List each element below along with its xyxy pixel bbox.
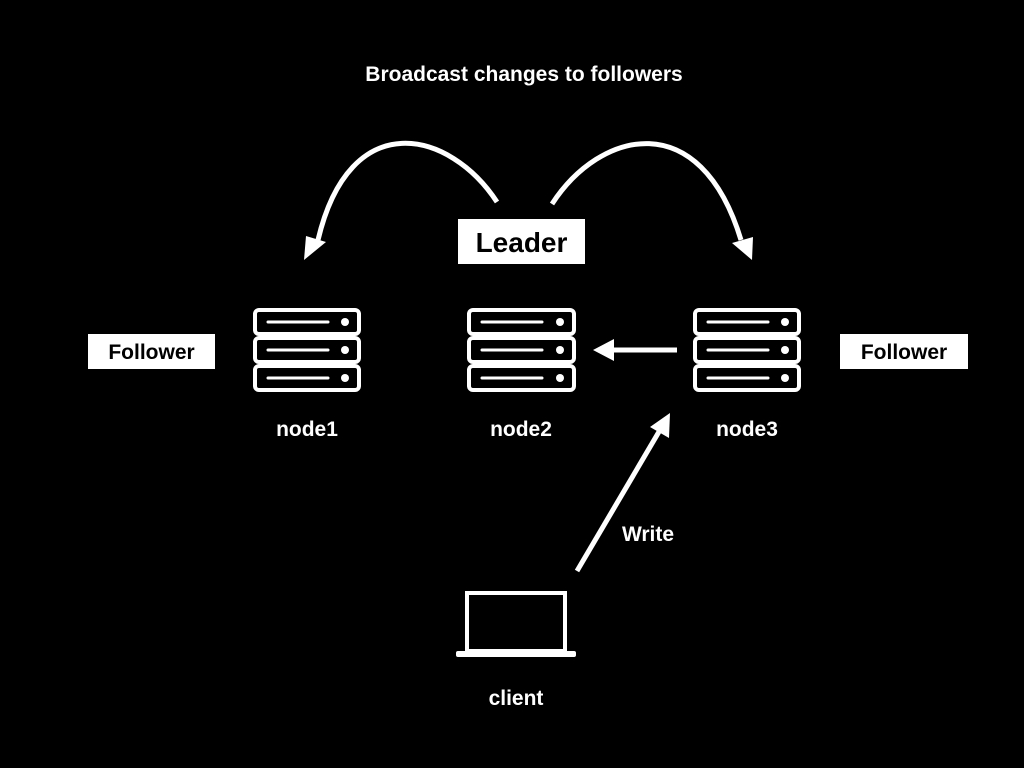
- node1-server-icon: [253, 308, 361, 392]
- follower-tag-right: Follower: [840, 334, 968, 369]
- follower-label-right: Follower: [861, 341, 947, 364]
- follower-tag-left: Follower: [88, 334, 215, 369]
- broadcast-arrow-to-node1: [304, 140, 500, 260]
- write-arrow-client-to-node3: [574, 413, 670, 573]
- node3-label: node3: [716, 418, 778, 441]
- leader-tag: Leader: [458, 219, 585, 264]
- node2-server-icon: [467, 308, 576, 392]
- node3-server-icon: [693, 308, 801, 392]
- forward-arrow-node3-to-node2: [593, 339, 677, 361]
- follower-label-left: Follower: [108, 341, 194, 364]
- laptop-icon: [456, 591, 576, 657]
- node2-label: node2: [490, 418, 552, 441]
- node1-label: node1: [276, 418, 338, 441]
- client-label: client: [489, 687, 544, 710]
- write-label: Write: [622, 523, 674, 546]
- leader-label: Leader: [476, 227, 568, 258]
- broadcast-arrow-to-node3: [549, 141, 753, 260]
- diagram-title: Broadcast changes to followers: [365, 63, 682, 86]
